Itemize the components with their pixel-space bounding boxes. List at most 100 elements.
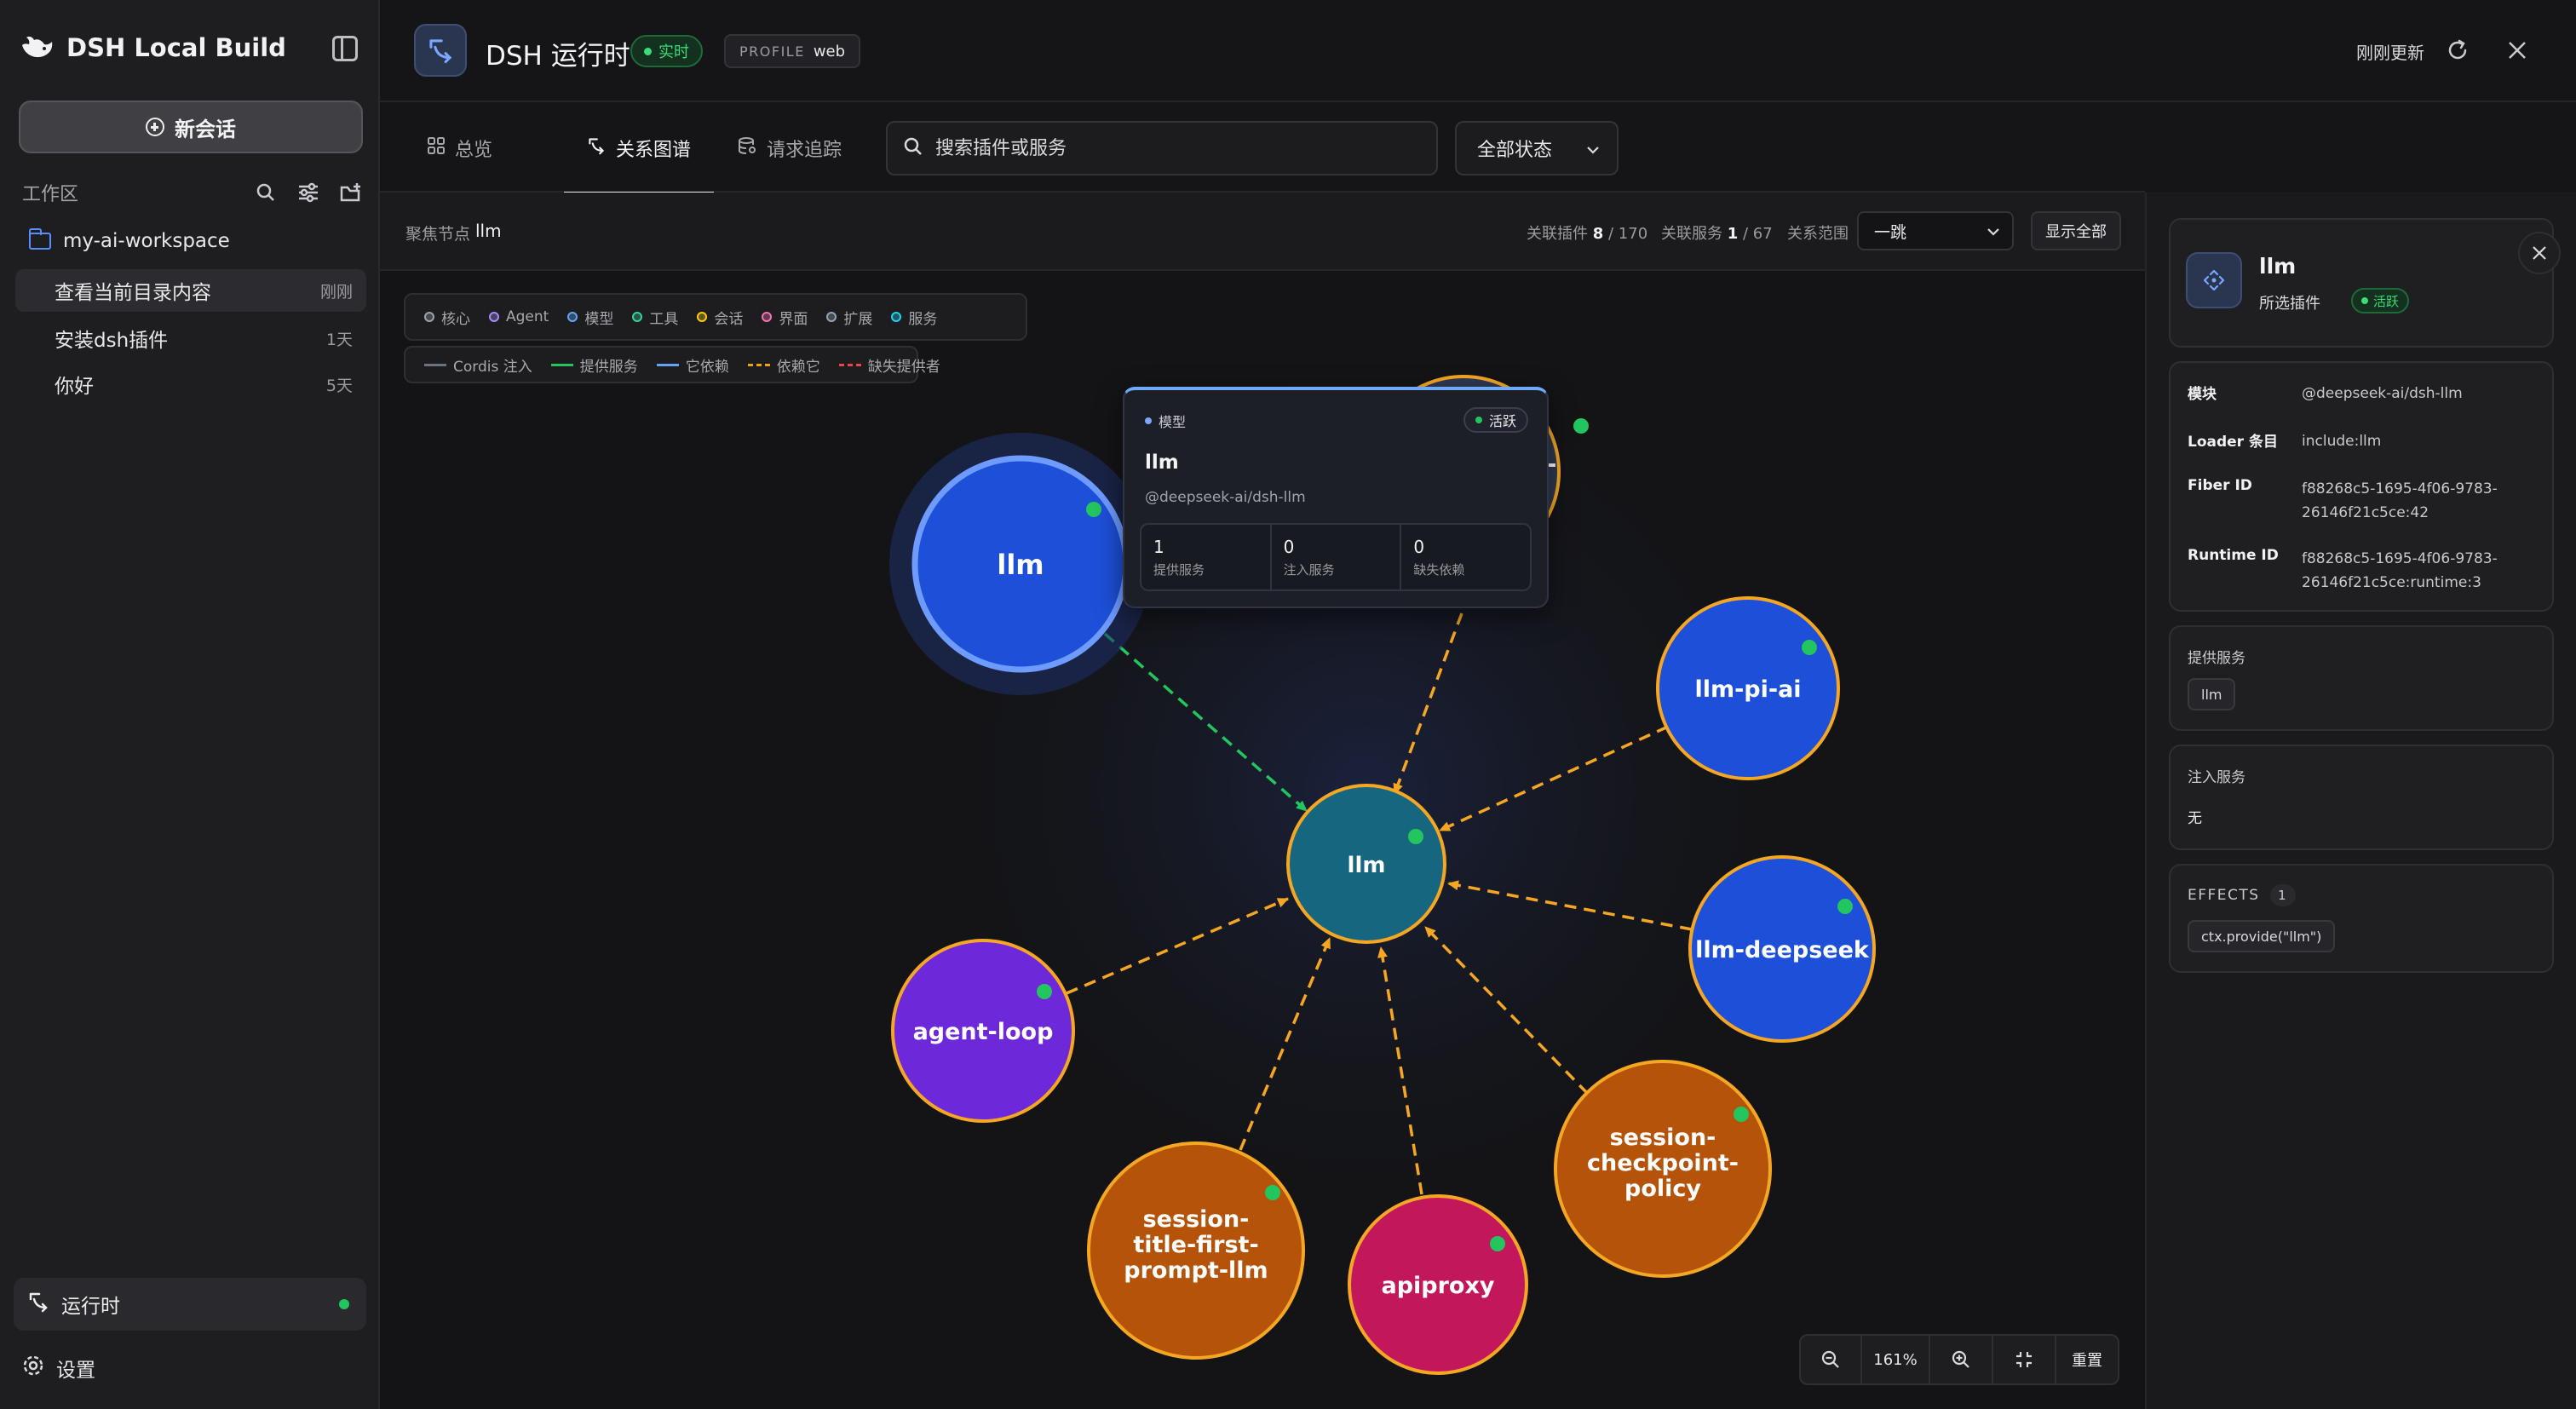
related-plugins-count: 8 [1592, 225, 1604, 243]
show-all-button[interactable]: 显示全部 [2031, 211, 2121, 250]
conversation-item[interactable]: 查看当前目录内容 刚刚 [15, 269, 366, 312]
legend-item[interactable]: 模型 [567, 307, 613, 328]
scope-value: 一跳 [1874, 222, 1907, 242]
new-chat-button[interactable]: 新会话 [19, 101, 363, 153]
sidebar-item-runtime[interactable]: 运行时 [14, 1278, 366, 1331]
brand: DSH Local Build [20, 31, 286, 65]
close-panel-icon[interactable] [2518, 232, 2561, 274]
status-badge: 活跃 [1463, 407, 1528, 433]
status-label: 活跃 [1488, 413, 1516, 429]
legend-item[interactable]: 界面 [762, 307, 808, 328]
brand-title: DSH Local Build [66, 33, 286, 62]
legend-dot [567, 312, 578, 322]
detail-key: Fiber ID [2188, 477, 2252, 494]
status-dot [1475, 417, 1482, 423]
related-plugins-stat: 关联插件 8 / 170 [1527, 221, 1647, 244]
legend-item[interactable]: 会话 [697, 307, 743, 328]
tab-graph[interactable]: 关系图谱 [564, 104, 714, 194]
legend-item[interactable]: 它依赖 [656, 354, 729, 376]
search-input[interactable] [935, 137, 1421, 159]
legend-item[interactable]: 核心 [424, 307, 470, 328]
legend-item[interactable]: 扩展 [826, 307, 872, 328]
graph-node-selected[interactable]: llm [889, 433, 1152, 695]
graph-node[interactable]: llm-deepseek [1688, 855, 1876, 1043]
zoom-controls: 161% 重置 [1799, 1334, 2119, 1385]
injected-services-value: 无 [2188, 810, 2202, 827]
legend-item[interactable]: 缺失提供者 [838, 354, 940, 376]
tooltip-kind-label: 模型 [1159, 414, 1187, 430]
plugin-name: llm [2259, 254, 2297, 279]
legend-label: 工具 [649, 310, 679, 328]
graph-node[interactable]: session- title-first- prompt-llm [1087, 1142, 1305, 1360]
detail-value: f88268c5-1695-4f06-9783-26146f21c5ce:run… [2302, 550, 2498, 591]
graph-node[interactable]: apiproxy [1348, 1194, 1528, 1375]
node-label: llm [997, 549, 1044, 581]
detail-key: Runtime ID [2188, 547, 2279, 564]
stat-label: 提供服务 [1153, 562, 1205, 578]
legend-label: 界面 [779, 310, 808, 328]
profile-value: web [813, 42, 846, 60]
workspace-folder[interactable]: my-ai-workspace [28, 228, 230, 252]
runtime-label: 运行时 [61, 1296, 120, 1318]
zoom-in-icon[interactable] [1930, 1336, 1993, 1383]
legend-dot [632, 312, 643, 322]
tab-label: 关系图谱 [615, 140, 691, 161]
graph-node[interactable]: agent-loop [891, 939, 1075, 1123]
stat-label: 注入服务 [1283, 562, 1335, 578]
effects-header: EFFECTS 1 [2188, 884, 2296, 906]
legend-line [550, 363, 573, 366]
legend-line [747, 363, 770, 366]
fit-view-icon[interactable] [1993, 1336, 2056, 1383]
conversation-title: 安装dsh插件 [55, 330, 169, 352]
section-title: 提供服务 [2188, 650, 2245, 667]
legend-item[interactable]: 服务 [891, 307, 937, 328]
conversation-time: 5天 [325, 376, 353, 395]
graph-canvas[interactable]: 聚焦节点 llm 关联插件 8 / 170 关联服务 1 / 67 关系范围 一… [380, 193, 2145, 1409]
graph-node[interactable]: session- checkpoint- policy [1554, 1060, 1772, 1278]
legend-line [656, 363, 679, 366]
zoom-out-icon[interactable] [1801, 1336, 1862, 1383]
profile-badge: PROFILE web [724, 34, 861, 68]
tab-trace[interactable]: 请求追踪 [738, 104, 842, 193]
live-dot [644, 47, 652, 55]
zoom-level: 161% [1862, 1336, 1930, 1383]
legend-dot [489, 312, 499, 322]
graph-node-center[interactable]: llm [1286, 784, 1446, 944]
conversation-item[interactable]: 安装dsh插件 1天 [15, 317, 366, 359]
close-icon[interactable] [2504, 37, 2530, 63]
filter-sliders-icon[interactable] [296, 181, 320, 204]
new-folder-icon[interactable] [339, 181, 363, 204]
status-label: 活跃 [2373, 293, 2400, 309]
search-icon[interactable] [254, 181, 278, 204]
graph-node[interactable]: llm-pi-ai [1656, 596, 1840, 780]
new-chat-label: 新会话 [175, 117, 236, 141]
node-label: session- [1143, 1206, 1250, 1233]
status-dot [2361, 297, 2368, 304]
status-filter-select[interactable]: 全部状态 [1455, 121, 1619, 175]
legend-item[interactable]: Agent [489, 308, 549, 325]
reset-button[interactable]: 重置 [2072, 1352, 2102, 1370]
node-label: session- [1610, 1124, 1716, 1151]
legend-item[interactable]: 提供服务 [550, 354, 638, 376]
tab-overview[interactable]: 总览 [428, 104, 492, 193]
legend-line [424, 363, 446, 366]
search-field[interactable] [886, 121, 1438, 175]
plugin-details-card: 模块 @deepseek-ai/dsh-llm Loader 条目 includ… [2169, 361, 2554, 612]
effects-count: 1 [2269, 884, 2296, 906]
scope-select[interactable]: 一跳 [1857, 211, 2014, 250]
sidebar-item-settings[interactable]: 设置 [22, 1353, 95, 1383]
refresh-icon[interactable] [2445, 37, 2470, 63]
legend-item[interactable]: 工具 [632, 307, 678, 328]
plus-circle-icon [146, 118, 164, 136]
edge-depends [1439, 725, 1669, 832]
search-icon [903, 136, 923, 160]
detail-value: include:llm [2302, 433, 2382, 450]
sidebar-toggle-icon[interactable] [332, 36, 358, 61]
legend-label: 模型 [584, 310, 614, 328]
section-title: 注入服务 [2188, 769, 2245, 786]
tooltip-module: @deepseek-ai/dsh-llm [1145, 489, 1306, 506]
legend-item[interactable]: 依赖它 [747, 354, 820, 376]
conversation-item[interactable]: 你好 5天 [15, 363, 366, 405]
legend-item[interactable]: Cordis 注入 [424, 354, 532, 376]
plugin-icon [2186, 252, 2242, 308]
